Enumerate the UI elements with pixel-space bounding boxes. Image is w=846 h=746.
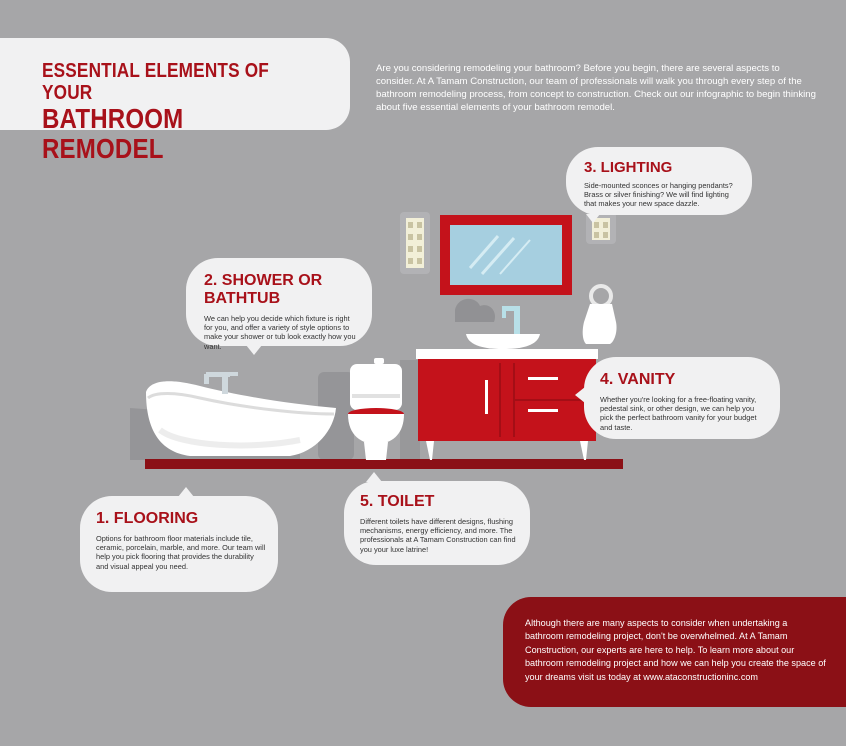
- lighting-text: Side-mounted sconces or hanging pendants…: [584, 181, 733, 209]
- flooring-heading: 1. FLOORING: [96, 510, 199, 527]
- mirror-icon: [440, 215, 572, 295]
- title-card: ESSENTIAL ELEMENTS OF YOUR BATHROOM REMO…: [0, 38, 350, 164]
- lighting-heading: 3. LIGHTING: [584, 159, 673, 176]
- bubble-tail: [366, 472, 382, 482]
- shower-bubble: 2. SHOWER OR BATHTUB We can help you dec…: [186, 258, 372, 355]
- bubble-tail: [575, 387, 585, 403]
- bubble-tail: [586, 214, 600, 223]
- flooring-text: Options for bathroom floor materials inc…: [96, 534, 266, 571]
- sconce-icon: [400, 212, 430, 274]
- faucet-icon: [502, 306, 520, 334]
- intro-text: Are you considering remodeling your bath…: [376, 63, 816, 113]
- flooring-bubble: 1. FLOORING Options for bathroom floor m…: [80, 487, 278, 592]
- title-line-1: ESSENTIAL ELEMENTS OF YOUR: [42, 60, 269, 104]
- towel-ring-icon: [582, 284, 617, 344]
- toilet-heading: 5. TOILET: [360, 493, 435, 510]
- vanity-heading: 4. VANITY: [600, 371, 676, 388]
- vanity-text: Whether you're looking for a free-floati…: [600, 395, 757, 432]
- closing-text: Although there are many aspects to consi…: [525, 618, 826, 682]
- title-line-2: BATHROOM REMODEL: [42, 103, 184, 164]
- vanity-icon: [416, 349, 598, 460]
- toilet-icon: [348, 358, 404, 460]
- lighting-bubble: 3. LIGHTING Side-mounted sconces or hang…: [566, 147, 752, 223]
- shower-text: We can help you decide which fixture is …: [204, 314, 356, 351]
- sink-icon: [466, 306, 540, 349]
- faucet-icon: [204, 372, 238, 394]
- floor-line: [145, 459, 623, 469]
- bathtub-icon: [146, 372, 336, 456]
- toilet-bubble: 5. TOILET Different toilets have differe…: [344, 472, 530, 565]
- bubble-tail: [246, 345, 262, 355]
- shower-heading: 2. SHOWER OR BATHTUB: [204, 272, 323, 307]
- closing-card: Although there are many aspects to consi…: [503, 597, 846, 707]
- bubble-tail: [178, 487, 194, 497]
- vanity-bubble: 4. VANITY Whether you're looking for a f…: [575, 357, 780, 439]
- toilet-text: Different toilets have different designs…: [360, 517, 516, 554]
